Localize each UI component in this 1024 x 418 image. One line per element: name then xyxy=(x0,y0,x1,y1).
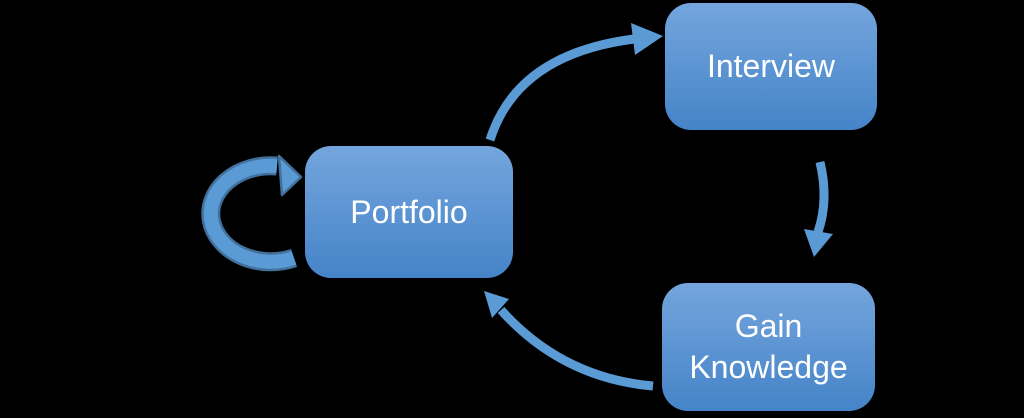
node-interview: Interview xyxy=(665,3,877,130)
node-portfolio: Portfolio xyxy=(305,146,513,278)
arrow-gain-knowledge-to-portfolio xyxy=(484,291,654,391)
arrow-portfolio-to-interview xyxy=(485,23,663,142)
self-loop-arrow-portfolio xyxy=(201,154,303,272)
node-portfolio-label: Portfolio xyxy=(350,193,468,230)
arrow-interview-to-gain-knowledge xyxy=(804,160,833,257)
arrowhead xyxy=(631,23,663,55)
node-gain-knowledge-label: Gain Knowledge xyxy=(689,308,848,385)
arrowhead xyxy=(484,291,509,318)
node-gain-knowledge: Gain Knowledge xyxy=(662,283,875,411)
self-loop-arrowhead xyxy=(277,154,303,197)
node-interview-label: Interview xyxy=(706,48,836,85)
arrowhead xyxy=(804,229,833,257)
